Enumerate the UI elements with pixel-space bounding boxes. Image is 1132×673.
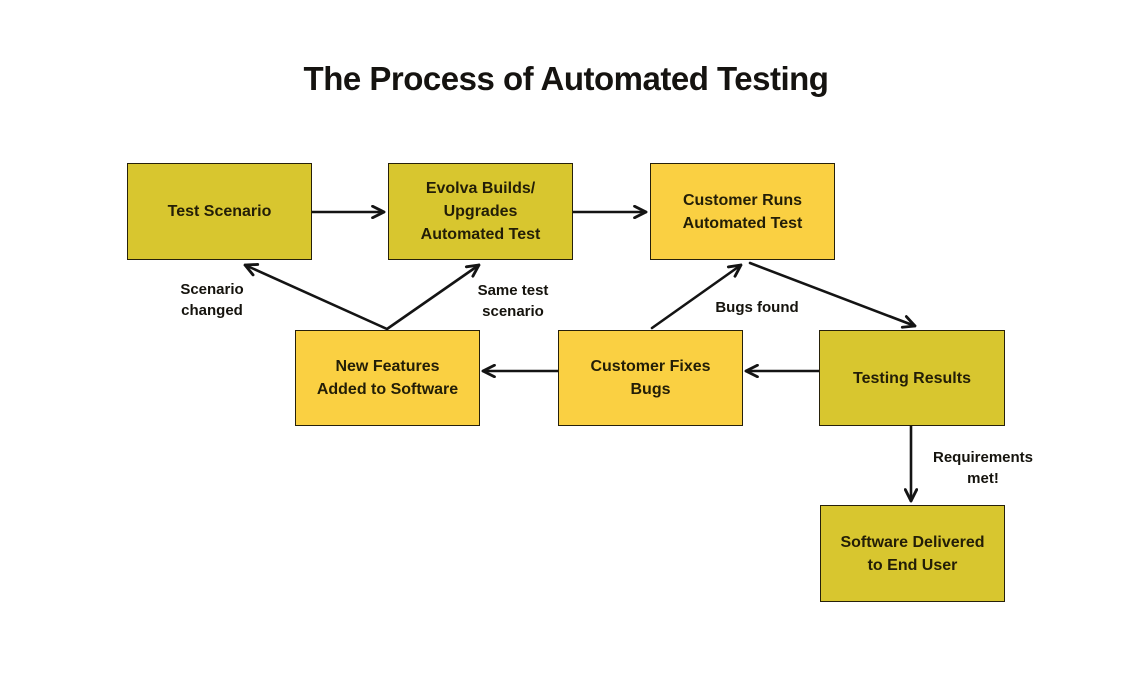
edge-label-same-test-scenario: Same test scenario xyxy=(477,282,549,320)
arrow-new-features-to-evolva xyxy=(385,263,481,331)
node-new-features-added: New Features Added to Software xyxy=(295,330,480,426)
node-customer-runs-automated-test: Customer Runs Automated Test xyxy=(650,163,835,260)
node-test-scenario: Test Scenario xyxy=(127,163,312,260)
page-title: The Process of Automated Testing xyxy=(303,60,829,97)
edge-label-requirements-met: Requirements met! xyxy=(932,449,1034,487)
edge-label-bugs-found: Bugs found xyxy=(715,299,799,316)
arrow-new-features-to-test-scenario xyxy=(243,263,389,331)
arrow-customer-fixes-to-customer-runs xyxy=(650,263,743,330)
edge-label-scenario-changed: Scenario changed xyxy=(180,281,244,319)
node-evolva-builds-upgrades: Evolva Builds/ Upgrades Automated Test xyxy=(388,163,573,260)
node-testing-results: Testing Results xyxy=(819,330,1005,426)
node-software-delivered: Software Delivered to End User xyxy=(820,505,1005,602)
arrow-customer-runs-to-testing-results xyxy=(748,261,917,329)
node-customer-fixes-bugs: Customer Fixes Bugs xyxy=(558,330,743,426)
